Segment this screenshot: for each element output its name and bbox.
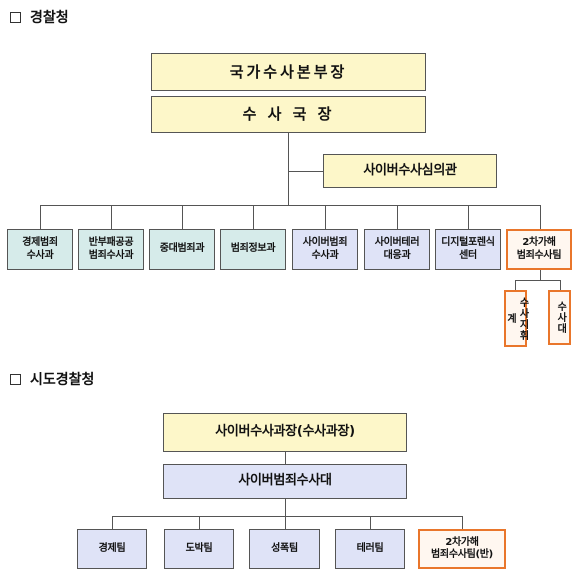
node-cyber-crime-unit: 사이버범죄수사대 bbox=[163, 464, 407, 499]
team-secondary-harm: 2차가해 범죄수사팀(반) bbox=[418, 529, 506, 569]
section-title-text: 경찰청 bbox=[30, 10, 69, 26]
section-title-police: 경찰청 bbox=[10, 7, 69, 27]
node-cyber-investigation-chief: 사이버수사과장(수사과장) bbox=[163, 413, 407, 452]
dept-cyber-crime: 사이버범죄 수사과 bbox=[292, 229, 358, 270]
dept-cyber-terror: 사이버테러 대응과 bbox=[364, 229, 430, 270]
sub-investigation-command: 수사지휘계 bbox=[504, 290, 528, 347]
dept-serious-crime: 중대범죄과 bbox=[149, 229, 215, 270]
dept-digital-forensic: 디지털포렌식 센터 bbox=[435, 229, 501, 270]
team-economic: 경제팀 bbox=[77, 529, 147, 569]
section-title-provincial: 시도경찰청 bbox=[10, 369, 94, 389]
dept-secondary-harm-team: 2차가해 범죄수사팀 bbox=[506, 229, 572, 270]
dept-economic-crime: 경제범죄 수사과 bbox=[7, 229, 73, 270]
section-title-text: 시도경찰청 bbox=[30, 372, 95, 388]
square-bullet-icon bbox=[10, 11, 21, 23]
node-cyber-investigation-adviser: 사이버수사심의관 bbox=[323, 154, 497, 188]
square-bullet-icon bbox=[10, 373, 21, 385]
team-terror: 테러팀 bbox=[335, 529, 405, 569]
dept-crime-intelligence: 범죄정보과 bbox=[220, 229, 286, 270]
team-gambling: 도박팀 bbox=[164, 529, 234, 569]
node-national-investigation-chief: 국가수사본부장 bbox=[151, 53, 426, 91]
sub-investigation-unit: 수사대 bbox=[548, 290, 571, 345]
team-sexual-crime: 성폭팀 bbox=[249, 529, 320, 569]
dept-anti-corruption: 반부패공공 범죄수사과 bbox=[78, 229, 144, 270]
node-investigation-bureau-chief: 수 사 국 장 bbox=[151, 96, 426, 133]
